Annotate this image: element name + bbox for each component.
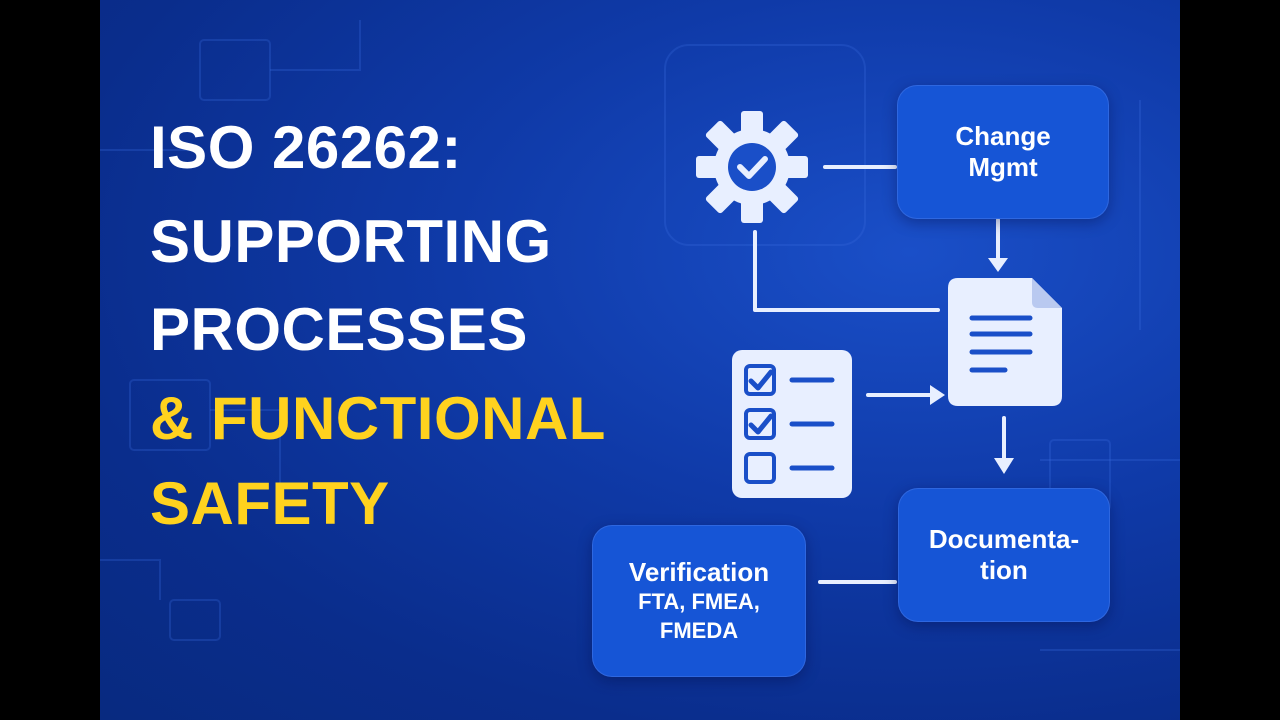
checklist-icon xyxy=(732,350,852,498)
change-mgmt-label-2: Mgmt xyxy=(968,152,1038,182)
title-line-1: ISO 26262: xyxy=(150,114,462,181)
documentation-node: Documenta- tion xyxy=(898,488,1110,622)
thumbnail-frame: ISO 26262: SUPPORTING PROCESSES & FUNCTI… xyxy=(100,0,1180,720)
change-mgmt-label-1: Change xyxy=(955,120,1051,151)
title-line-2: SUPPORTING xyxy=(150,208,552,275)
circuit-background xyxy=(100,20,1180,651)
gear-check-icon xyxy=(696,111,808,223)
arrowhead-right xyxy=(930,385,945,405)
verification-label: Verification xyxy=(628,556,770,587)
verification-node: Verification FTA, FMEA, FMEDA xyxy=(592,525,806,677)
title-line-4: & FUNCTIONAL xyxy=(150,385,606,452)
verification-methods-line-1: FTA, FMEA, xyxy=(638,589,760,614)
documentation-label-2: tion xyxy=(980,555,1028,585)
documentation-label-1: Documenta- xyxy=(928,523,1080,554)
process-diagram xyxy=(696,111,1062,584)
change-mgmt-node: Change Mgmt xyxy=(897,85,1109,219)
verification-methods-line-2: FMEDA xyxy=(659,617,739,643)
arrowheads xyxy=(930,258,1014,474)
arrowhead-down-2 xyxy=(994,458,1014,474)
connector-gear-to-document xyxy=(753,230,940,312)
title-line-5: SAFETY xyxy=(150,470,390,537)
title-line-3: PROCESSES xyxy=(150,296,528,363)
arrowhead-down-1 xyxy=(988,258,1008,272)
document-icon xyxy=(948,278,1062,406)
